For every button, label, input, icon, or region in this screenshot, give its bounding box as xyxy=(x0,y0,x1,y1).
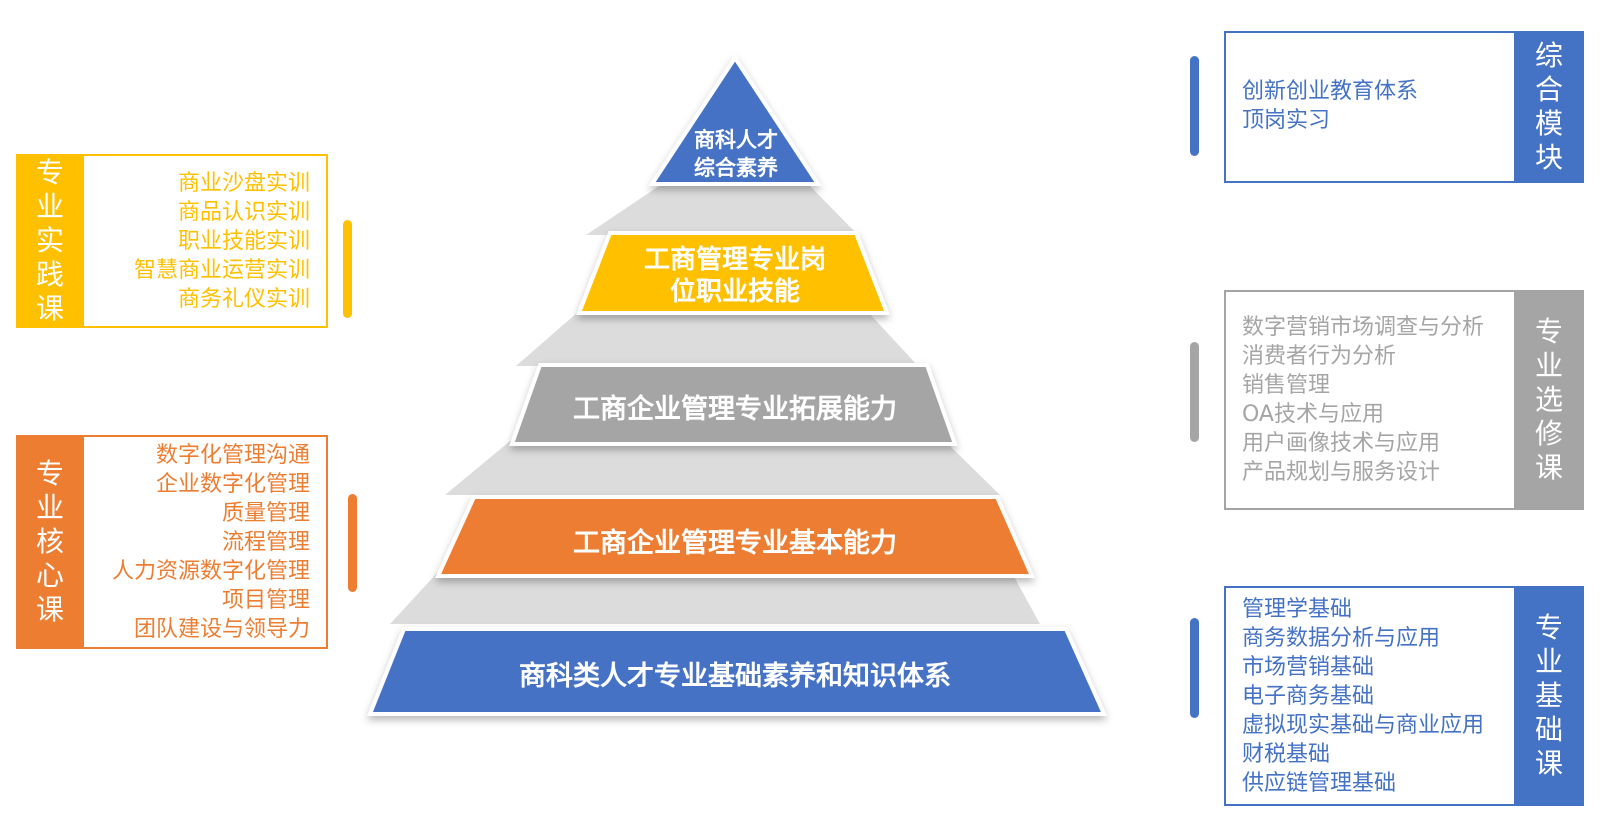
pyramid-tier-4 xyxy=(434,495,1036,578)
tab-char: 课 xyxy=(1534,451,1563,484)
tab-char: 选 xyxy=(1534,383,1563,416)
tier-4-label: 工商企业管理专业基本能力 xyxy=(573,527,897,559)
tab-char: 块 xyxy=(1534,141,1563,174)
foundation-course-list: 管理学基础 商务数据分析与应用 市场营销基础 电子商务基础 虚拟现实基础与商业应… xyxy=(1224,586,1514,806)
list-item: OA技术与应用 xyxy=(1242,402,1384,427)
list-item: 商业沙盘实训 xyxy=(177,170,310,196)
connector-ribbon xyxy=(586,184,858,235)
tier-2-label-line-1: 工商管理专业岗 xyxy=(644,244,826,275)
practice-course-tab: 专 业 实 践 课 xyxy=(16,154,84,328)
tab-char: 心 xyxy=(35,559,64,592)
tab-char: 专 xyxy=(1534,315,1563,348)
list-item: 项目管理 xyxy=(221,587,310,613)
accent-bar xyxy=(348,494,357,592)
list-item: 职业技能实训 xyxy=(177,228,310,254)
tab-char: 础 xyxy=(1534,713,1563,746)
list-item: 人力资源数字化管理 xyxy=(111,558,310,584)
list-item: 虚拟现实基础与商业应用 xyxy=(1242,712,1485,738)
tab-char: 业 xyxy=(35,491,64,524)
list-item: 创新创业教育体系 xyxy=(1242,79,1419,104)
elective-course-tab: 专 业 选 修 课 xyxy=(1514,290,1584,510)
list-item: 市场营销基础 xyxy=(1242,654,1375,680)
accent-bar xyxy=(1190,56,1199,156)
tab-char: 课 xyxy=(35,292,64,325)
practice-course-list: 商业沙盘实训 商品认识实训 职业技能实训 智慧商业运营实训 商务礼仪实训 xyxy=(84,154,328,328)
tab-char: 修 xyxy=(1534,417,1563,450)
list-item: 财税基础 xyxy=(1242,741,1331,767)
list-item: 数字化管理沟通 xyxy=(155,442,310,468)
list-item: 商务礼仪实训 xyxy=(177,286,310,312)
tab-char: 践 xyxy=(35,258,64,291)
tab-char: 业 xyxy=(1534,645,1563,678)
tab-char: 实 xyxy=(35,224,64,257)
tab-char: 专 xyxy=(1534,611,1563,644)
list-item: 产品规划与服务设计 xyxy=(1242,460,1441,485)
tab-char: 专 xyxy=(35,156,64,189)
list-item: 销售管理 xyxy=(1242,373,1331,398)
list-item: 供应链管理基础 xyxy=(1242,770,1397,796)
tab-char: 业 xyxy=(35,190,64,223)
list-item: 电子商务基础 xyxy=(1242,683,1375,709)
accent-bar xyxy=(1190,342,1199,442)
core-course-tab: 专 业 核 心 课 xyxy=(16,435,84,649)
list-item: 顶岗实习 xyxy=(1242,108,1331,133)
list-item: 团队建设与领导力 xyxy=(133,616,310,642)
tab-char: 课 xyxy=(35,593,64,626)
tab-char: 合 xyxy=(1534,73,1563,106)
list-item: 流程管理 xyxy=(221,529,310,555)
tab-char: 业 xyxy=(1534,349,1563,382)
foundation-course-tab: 专 业 基 础 课 xyxy=(1514,586,1584,806)
list-item: 消费者行为分析 xyxy=(1242,344,1397,369)
list-item: 企业数字化管理 xyxy=(155,471,310,497)
connector-ribbon xyxy=(445,441,1000,495)
tab-char: 模 xyxy=(1534,107,1563,140)
tab-char: 核 xyxy=(35,525,64,558)
comprehensive-module-tab: 综 合 模 块 xyxy=(1514,31,1584,183)
connector-ribbon xyxy=(390,573,1040,624)
tab-char: 专 xyxy=(35,457,64,490)
tier-1-label-line-1: 商科人才 xyxy=(694,128,778,152)
list-item: 用户画像技术与应用 xyxy=(1242,431,1441,456)
list-item: 商品认识实训 xyxy=(177,199,310,225)
comprehensive-module-list: 创新创业教育体系 顶岗实习 xyxy=(1224,31,1514,183)
pyramid-tier-3 xyxy=(509,363,958,446)
tier-2-label-line-2: 位职业技能 xyxy=(670,276,800,307)
tab-char: 课 xyxy=(1534,747,1563,780)
tier-5-label: 商科类人才专业基础素养和知识体系 xyxy=(519,660,951,692)
pyramid-tier-2 xyxy=(576,231,890,315)
pyramid-tier-1 xyxy=(648,54,822,186)
connector-ribbon xyxy=(516,312,918,366)
tab-char: 基 xyxy=(1534,679,1563,712)
tier-3-label: 工商企业管理专业拓展能力 xyxy=(573,393,897,425)
elective-course-list: 数字营销市场调查与分析 消费者行为分析 销售管理 OA技术与应用 用户画像技术与… xyxy=(1224,290,1514,510)
core-course-list: 数字化管理沟通 企业数字化管理 质量管理 流程管理 人力资源数字化管理 项目管理… xyxy=(84,435,328,649)
pyramid-tier-5 xyxy=(367,627,1108,716)
list-item: 智慧商业运营实训 xyxy=(133,257,310,283)
list-item: 数字营销市场调查与分析 xyxy=(1242,315,1485,340)
list-item: 质量管理 xyxy=(221,500,310,526)
list-item: 商务数据分析与应用 xyxy=(1242,625,1441,651)
accent-bar xyxy=(1190,618,1199,718)
tier-1-label-line-2: 综合素养 xyxy=(694,156,778,180)
tab-char: 综 xyxy=(1534,39,1563,72)
accent-bar xyxy=(343,220,352,318)
list-item: 管理学基础 xyxy=(1242,596,1353,622)
